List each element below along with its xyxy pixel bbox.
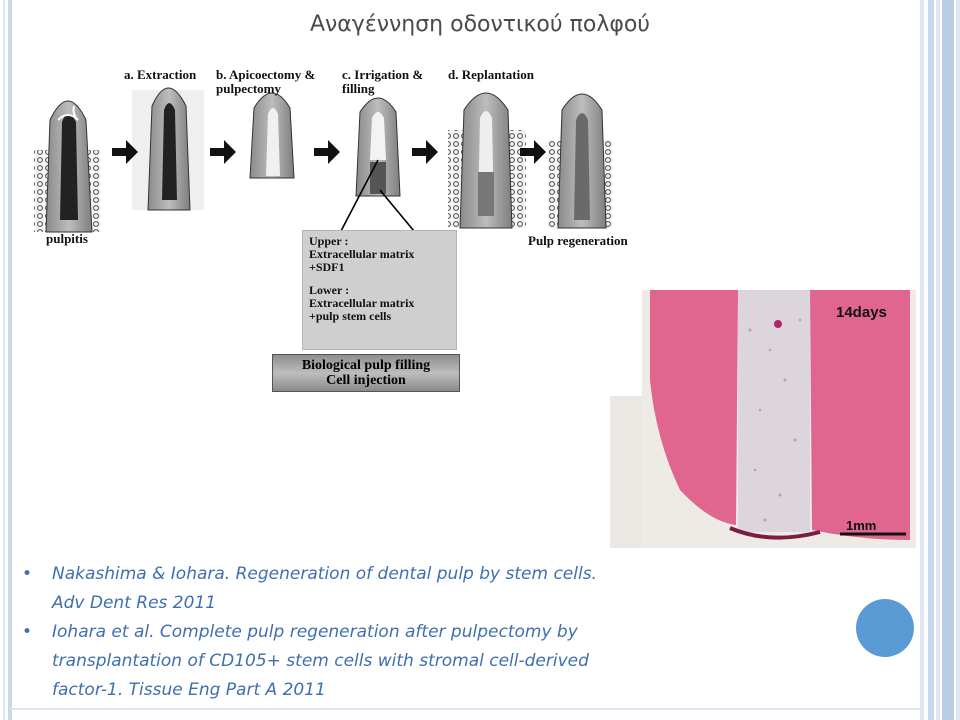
label-pulp-regeneration: Pulp regeneration [528, 233, 628, 248]
tooth-apicoectomy [249, 92, 295, 179]
arrow-right-icon [210, 140, 236, 164]
reference-item: • Nakashima & Iohara. Regeneration of de… [22, 560, 632, 618]
arrow-right-icon [314, 140, 340, 164]
histology-image: 14days 1mm [610, 290, 916, 548]
tooth-pulpitis [34, 100, 100, 233]
decorative-circle [856, 599, 914, 657]
slide-frame-bottom [10, 708, 920, 710]
label-pulpitis: pulpitis [46, 231, 88, 246]
reference-item: • Iohara et al. Complete pulp regenerati… [22, 618, 632, 705]
bullet-icon: • [22, 564, 33, 584]
arrow-right-icon [412, 140, 438, 164]
tooth-replantation [448, 92, 526, 229]
slide-frame-right [920, 0, 960, 720]
arrow-right-icon [520, 140, 546, 164]
scale-bar-label: 1mm [846, 518, 876, 533]
step-label-irrigation: c. Irrigation & filling [342, 67, 424, 96]
slide-frame-left-outer [3, 0, 5, 720]
bullet-icon: • [22, 622, 33, 642]
slide-title: Αναγέννηση οδοντικού πολφού [309, 12, 651, 37]
slide-frame-left [8, 0, 12, 720]
histology-time-label: 14days [836, 304, 887, 321]
diagram-illustration [34, 87, 612, 317]
step-label-replantation: d. Replantation [448, 67, 534, 82]
biological-pulp-filling-box: Biological pulp filling Cell injection [272, 354, 460, 392]
process-arrows [112, 140, 546, 164]
tooth-pulp-regeneration [548, 93, 612, 229]
tooth-extraction [132, 87, 204, 211]
filling-composition-box: Upper : Extracellular matrix +SDF1 Lower… [302, 230, 457, 350]
step-label-apicoectomy: b. Apicoectomy & pulpectomy [216, 67, 316, 96]
arrow-right-icon [112, 140, 138, 164]
histology-micrograph: 14days 1mm [610, 290, 916, 548]
tooth-irrigation-filling [355, 97, 401, 197]
step-label-extraction: a. Extraction [124, 67, 197, 82]
pulp-regeneration-diagram: a. Extraction b. Apicoectomy & pulpectom… [28, 60, 658, 400]
references-list: • Nakashima & Iohara. Regeneration of de… [22, 560, 632, 705]
